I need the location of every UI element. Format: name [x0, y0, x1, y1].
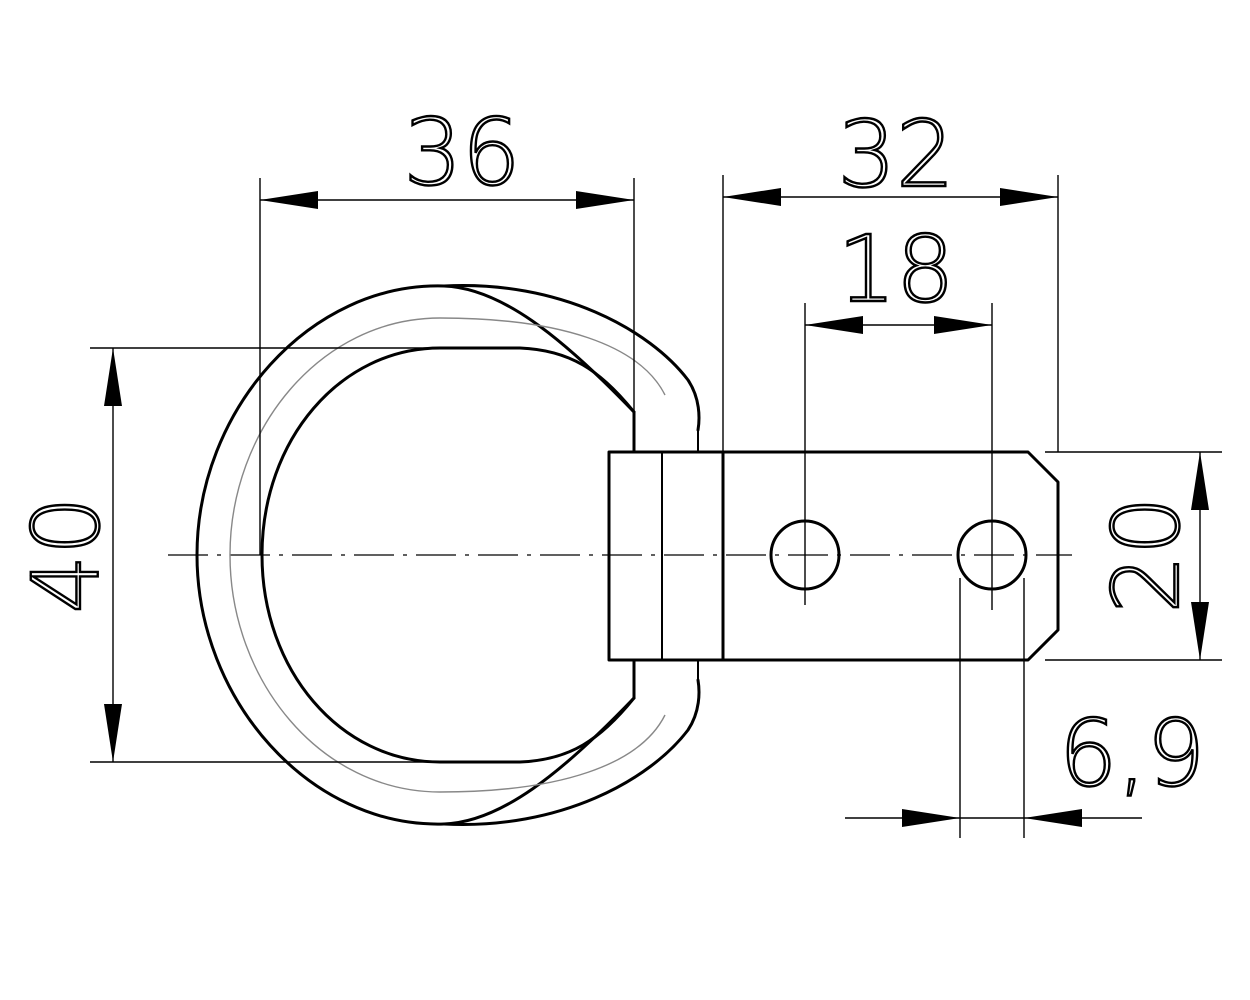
dimension-label-18: 18 — [837, 216, 954, 323]
dimension-6-9: 6,9 — [845, 699, 1206, 827]
arrowhead — [723, 188, 781, 206]
arrowhead — [934, 316, 992, 334]
arrowhead — [902, 809, 960, 827]
arrowhead — [104, 348, 122, 406]
dimension-label-6-9: 6,9 — [1059, 700, 1205, 807]
d-ring-outer-arm-bottom — [442, 678, 701, 826]
arrowhead — [805, 316, 863, 334]
arrowhead — [1000, 188, 1058, 206]
d-ring-outer-arm-top — [442, 284, 701, 432]
plate-outline — [607, 450, 1060, 662]
dimension-36: 36 — [260, 98, 634, 209]
d-ring — [195, 284, 701, 826]
arrowhead — [104, 704, 122, 762]
dimension-20: 20 — [1092, 452, 1209, 660]
arrowhead — [1191, 452, 1209, 510]
extension-lines — [90, 175, 1222, 838]
arrowhead — [1024, 809, 1082, 827]
dimension-label-20: 20 — [1093, 496, 1200, 613]
mounting-plate — [607, 450, 1060, 662]
d-ring-outer-edge — [195, 284, 636, 826]
dimension-40: 40 — [12, 348, 122, 762]
dimension-label-36: 36 — [403, 99, 520, 206]
arrowhead — [260, 191, 318, 209]
dimension-label-32: 32 — [837, 101, 954, 208]
d-ring-hidden-mid — [229, 317, 666, 793]
dimension-18: 18 — [805, 215, 992, 334]
dimension-32: 32 — [723, 100, 1058, 209]
d-ring-inner-edge — [260, 346, 636, 764]
dimension-label-40: 40 — [13, 496, 120, 613]
arrowhead — [1191, 602, 1209, 660]
arrowhead — [576, 191, 634, 209]
